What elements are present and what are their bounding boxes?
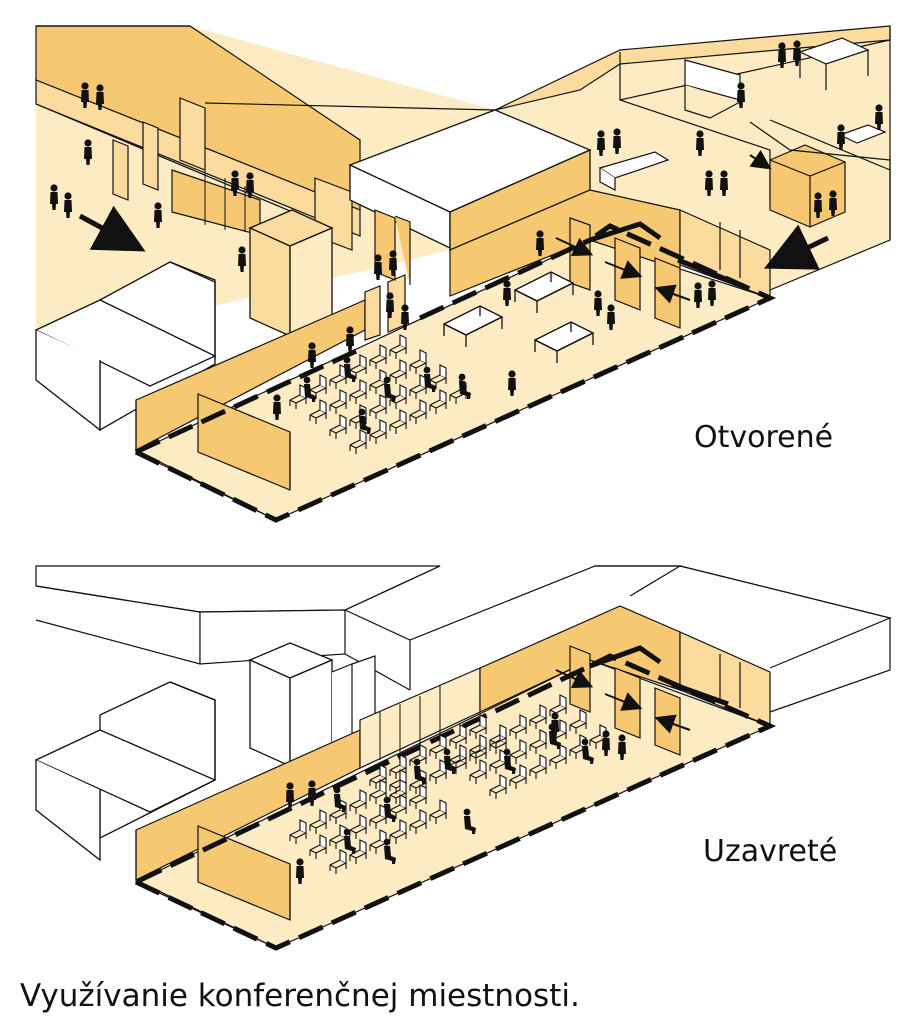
figure-caption: Využívanie konferenčnej miestnosti. <box>20 978 580 1014</box>
scene-closed <box>34 565 892 951</box>
room-boundary-closed <box>134 653 777 951</box>
room-boundary-open <box>134 223 777 523</box>
scene-open <box>34 25 891 523</box>
label-open: Otvorené <box>694 420 834 455</box>
label-closed: Uzavreté <box>703 834 838 869</box>
